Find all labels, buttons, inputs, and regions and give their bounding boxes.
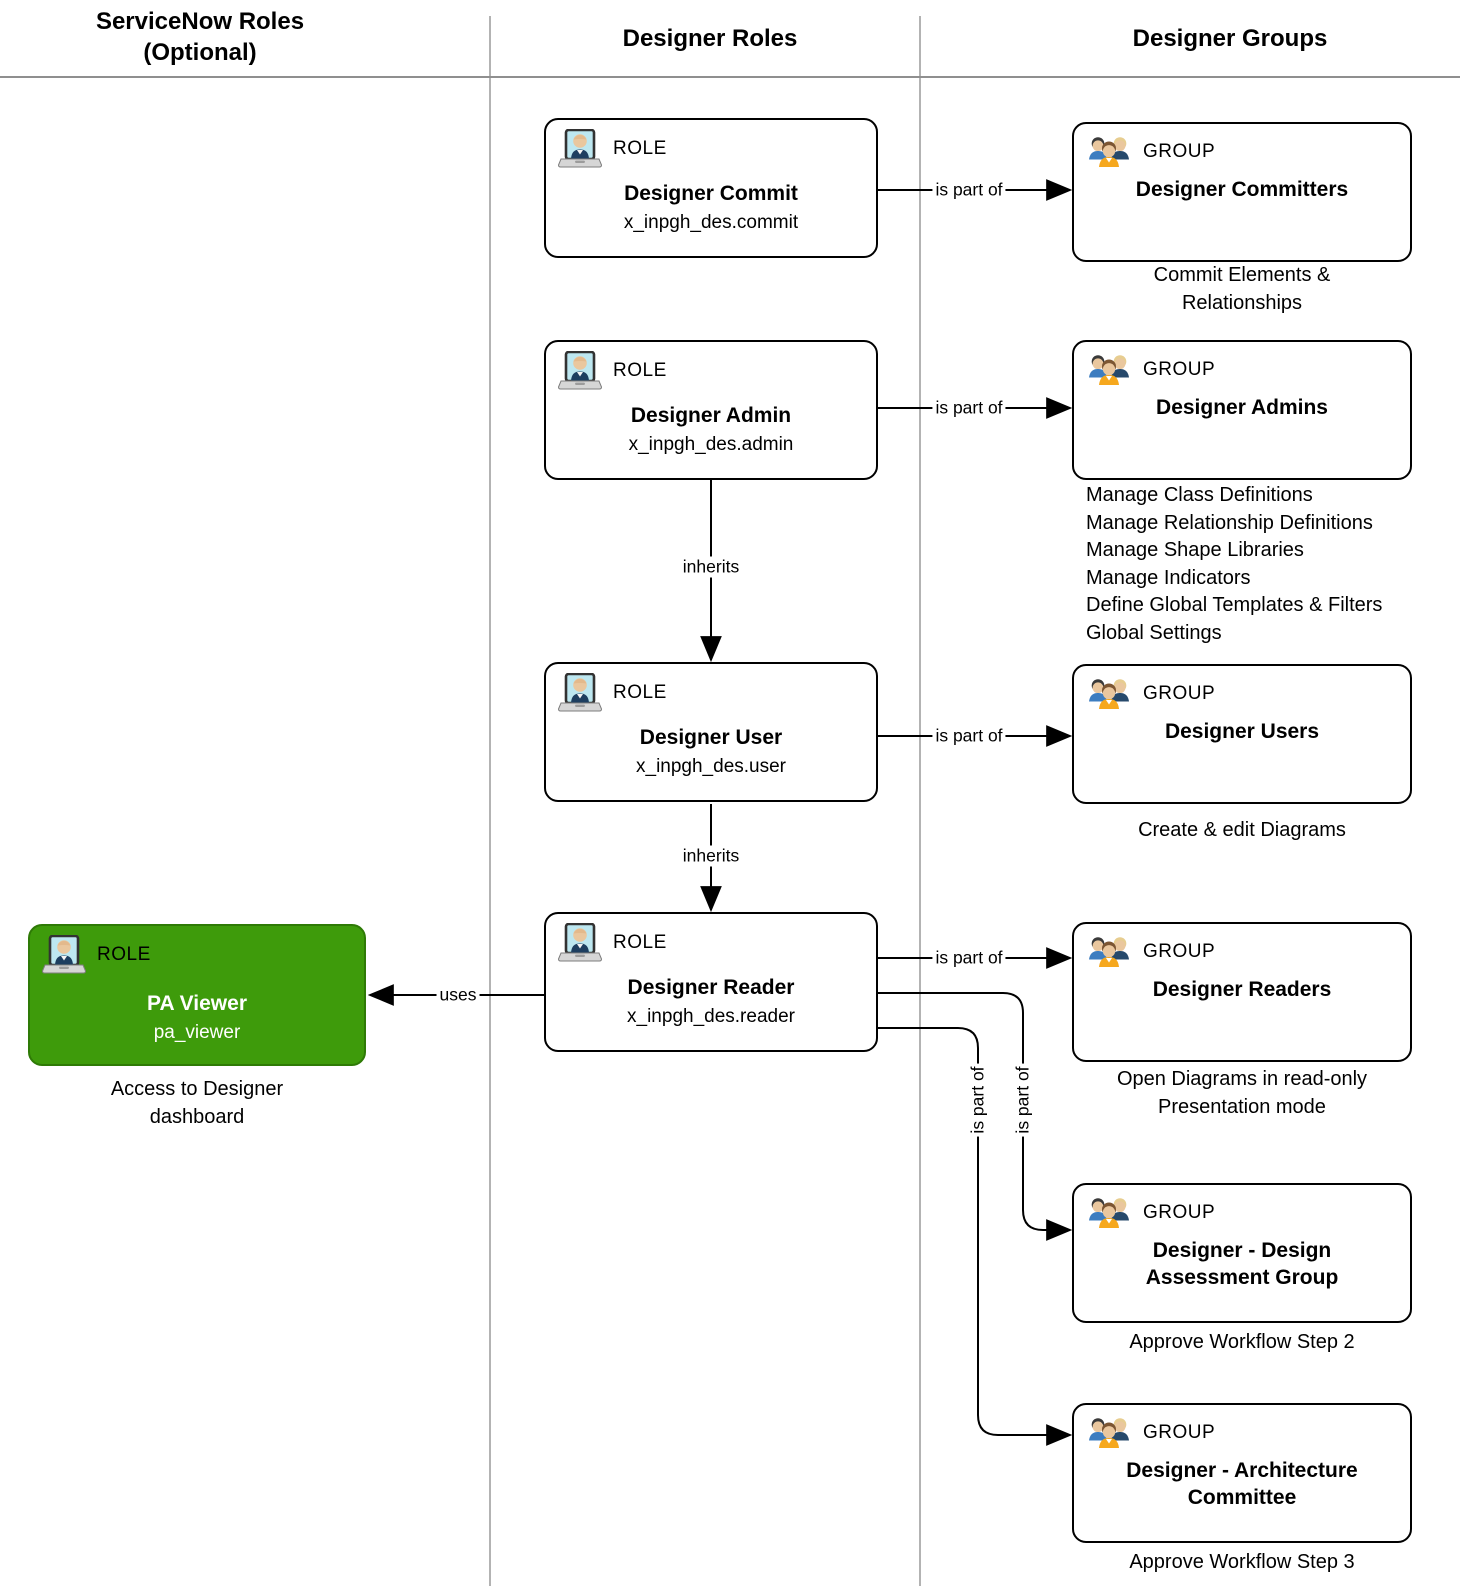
edge-label-is-part-of: is part of [932,179,1006,201]
caption-designer-admins: Manage Class Definitions Manage Relation… [1086,484,1383,644]
person-laptop-icon [558,673,602,713]
group-badge: GROUP [1143,141,1216,162]
role-title: Designer User [639,726,783,749]
edge-label-inherits: inherits [679,845,743,867]
edge-label-is-part-of: is part of [967,1063,989,1137]
group-title: Designer Users [1164,720,1320,743]
people-group-icon [1086,133,1132,171]
caption-designer-committers: Commit Elements & Relationships [1153,264,1331,314]
role-code: x_inpgh_des.admin [628,434,794,455]
role-node-designer-admin: ROLE Designer Admin x_inpgh_des.admin [544,340,878,480]
group-node-architecture-committee: GROUP Designer - Architecture Committee [1072,1403,1412,1543]
person-laptop-icon [558,129,602,169]
role-node-designer-reader: ROLE Designer Reader x_inpgh_des.reader [544,912,878,1052]
caption-pa-viewer: Access to Designer dashboard [110,1078,284,1128]
group-node-design-assessment-group: GROUP Designer - Design Assessment Group [1072,1183,1412,1323]
group-node-designer-committers: GROUP Designer Committers [1072,122,1412,262]
role-badge: ROLE [97,944,151,965]
group-badge: GROUP [1143,1422,1216,1443]
column-title-designer-groups: Designer Groups [1132,25,1328,52]
caption-architecture-committee: Approve Workflow Step 3 [1129,1551,1355,1573]
group-node-designer-readers: GROUP Designer Readers [1072,922,1412,1062]
group-title: Designer Committers [1135,178,1349,201]
edge-label-is-part-of: is part of [932,947,1006,969]
group-badge: GROUP [1143,683,1216,704]
role-badge: ROLE [613,138,667,159]
group-node-designer-users: GROUP Designer Users [1072,664,1412,804]
group-title: Designer Readers [1152,978,1332,1001]
column-title-servicenow-roles: ServiceNow Roles (Optional) [95,8,305,66]
group-node-designer-admins: GROUP Designer Admins [1072,340,1412,480]
edge-label-uses: uses [436,984,480,1006]
role-node-designer-commit: ROLE Designer Commit x_inpgh_des.commit [544,118,878,258]
role-title: PA Viewer [147,992,247,1015]
role-code: x_inpgh_des.commit [623,212,799,233]
role-badge: ROLE [613,932,667,953]
group-badge: GROUP [1143,359,1216,380]
role-badge: ROLE [613,360,667,381]
group-title: Designer - Architecture Committee [1126,1459,1358,1509]
people-group-icon [1086,1414,1132,1452]
edge-label-is-part-of: is part of [932,725,1006,747]
role-badge: ROLE [613,682,667,703]
caption-designer-readers: Open Diagrams in read-only Presentation … [1116,1068,1368,1118]
role-title: Designer Commit [624,182,798,205]
edge-label-is-part-of: is part of [932,397,1006,419]
people-group-icon [1086,1194,1132,1232]
role-node-pa-viewer: ROLE PA Viewer pa_viewer [28,924,366,1066]
person-laptop-icon [42,935,86,975]
column-title-designer-roles: Designer Roles [622,25,798,52]
role-node-designer-user: ROLE Designer User x_inpgh_des.user [544,662,878,802]
group-title: Designer - Design Assessment Group [1145,1239,1339,1289]
column-divider-right [919,16,921,1586]
role-title: Designer Reader [627,976,795,999]
role-title: Designer Admin [630,404,792,427]
people-group-icon [1086,675,1132,713]
group-badge: GROUP [1143,941,1216,962]
person-laptop-icon [558,351,602,391]
group-title: Designer Admins [1156,396,1328,419]
caption-design-assessment-group: Approve Workflow Step 2 [1129,1331,1355,1353]
people-group-icon [1086,351,1132,389]
role-code: x_inpgh_des.user [636,756,786,777]
role-code: pa_viewer [153,1022,241,1043]
edge-label-is-part-of: is part of [1012,1063,1034,1137]
column-divider-left [489,16,491,1586]
role-code: x_inpgh_des.reader [627,1006,795,1027]
person-laptop-icon [558,923,602,963]
people-group-icon [1086,933,1132,971]
header-rule [0,76,1460,78]
edge-label-inherits: inherits [679,556,743,578]
caption-designer-users: Create & edit Diagrams [1138,819,1346,841]
group-badge: GROUP [1143,1202,1216,1223]
